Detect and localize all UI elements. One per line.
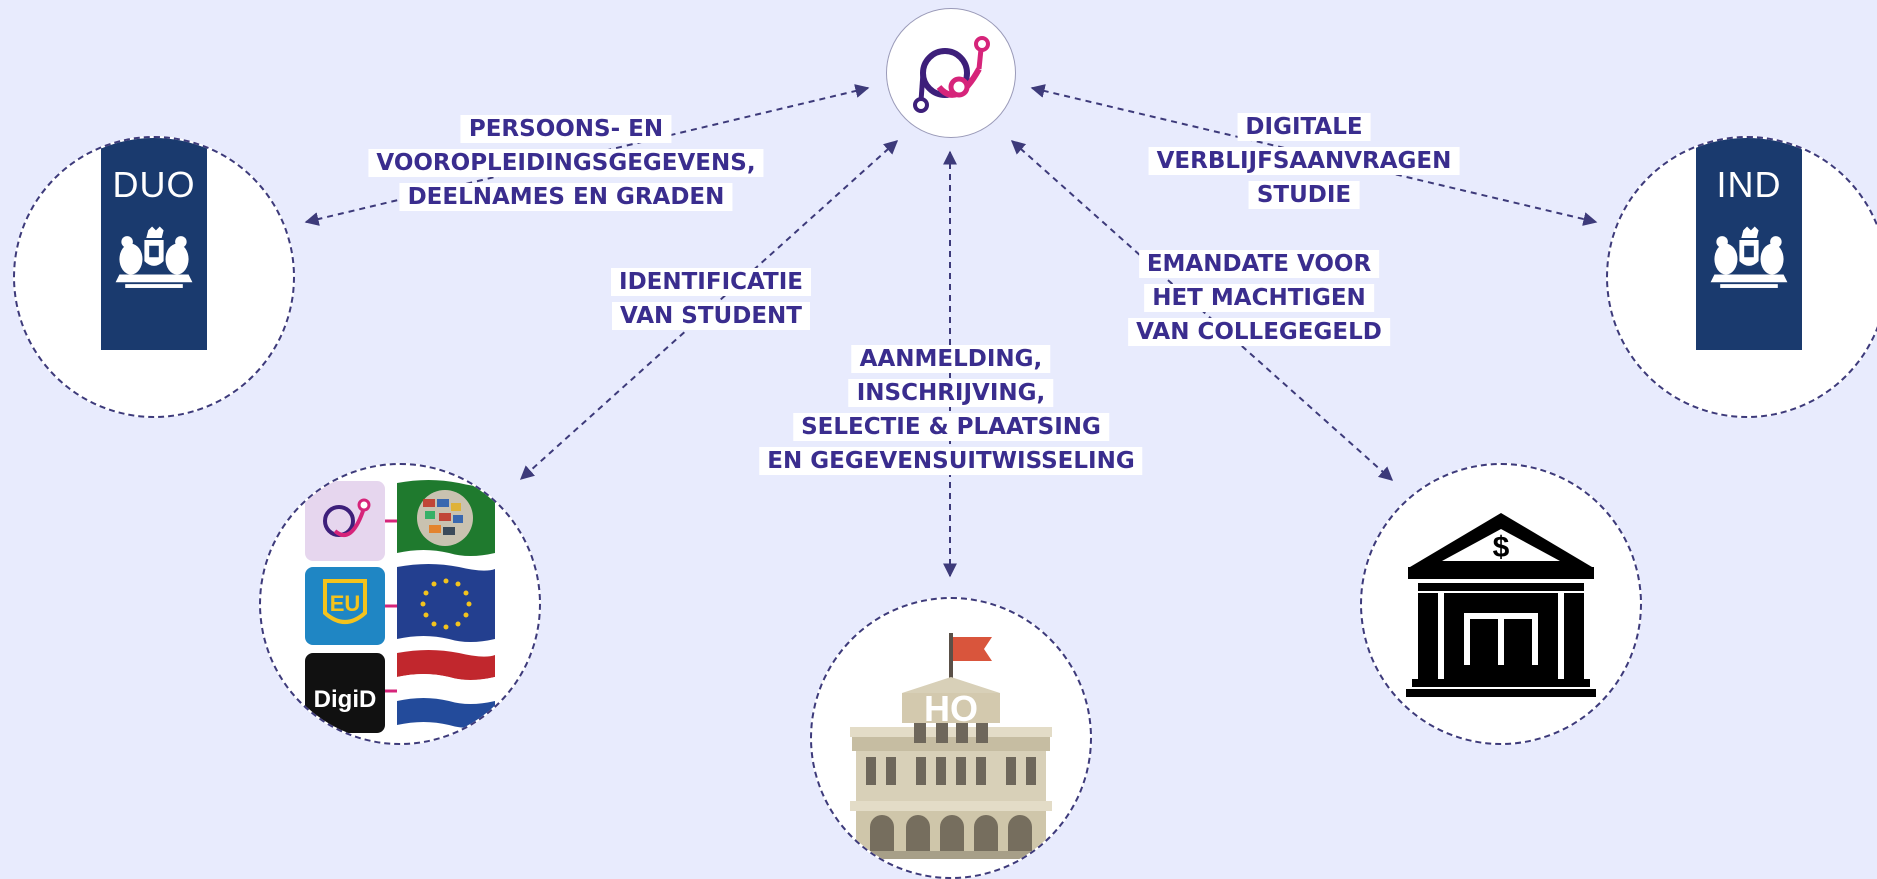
digid-tile-icon [305, 653, 385, 733]
svg-text:$: $ [1493, 531, 1510, 564]
flag-icon [953, 637, 992, 661]
eu-flag-icon [397, 564, 495, 642]
duo-logo: DUO [101, 138, 207, 350]
ind-node: IND [1606, 136, 1877, 418]
svg-text:DigiD: DigiD [314, 686, 377, 713]
bank-node: $ [1360, 463, 1642, 745]
svg-text:EU: EU [330, 591, 361, 616]
platform-tile-icon [305, 481, 385, 561]
label-emandate: EMANDATE VOOR HET MACHTIGEN VAN COLLEGEG… [1128, 247, 1390, 349]
svg-text:HO: HO [924, 688, 978, 729]
bank-icon: $ [1406, 513, 1596, 697]
ho-node: HO [810, 597, 1092, 879]
university-building-icon: HO [848, 633, 1054, 859]
label-duo-flow: PERSOONS- EN VOOROPLEIDINGSGEGEVENS, DEE… [368, 112, 764, 214]
duo-node: DUO [13, 136, 295, 418]
identity-options-graphic: EU DigiD [305, 480, 495, 733]
label-ind-flow: DIGITALE VERBLIJFSAANVRAGEN STUDIE [1148, 110, 1460, 212]
eu-stars-icon [420, 578, 472, 630]
coat-of-arms-icon [115, 226, 193, 288]
central-platform-node [886, 8, 1016, 138]
identity-node: EU DigiD [259, 463, 541, 745]
label-ho-flow: AANMELDING, INSCHRIJVING, SELECTIE & PLA… [759, 342, 1143, 478]
ind-logo-text: IND [1716, 164, 1782, 205]
label-identification: IDENTIFICATIE VAN STUDENT [611, 265, 811, 333]
dutch-flag-icon [397, 650, 495, 728]
arrow-center-identity [519, 140, 899, 480]
ind-logo: IND [1696, 138, 1802, 350]
coat-of-arms-icon [1710, 226, 1788, 288]
platform-logo-icon [913, 36, 990, 113]
duo-logo-text: DUO [112, 164, 196, 205]
